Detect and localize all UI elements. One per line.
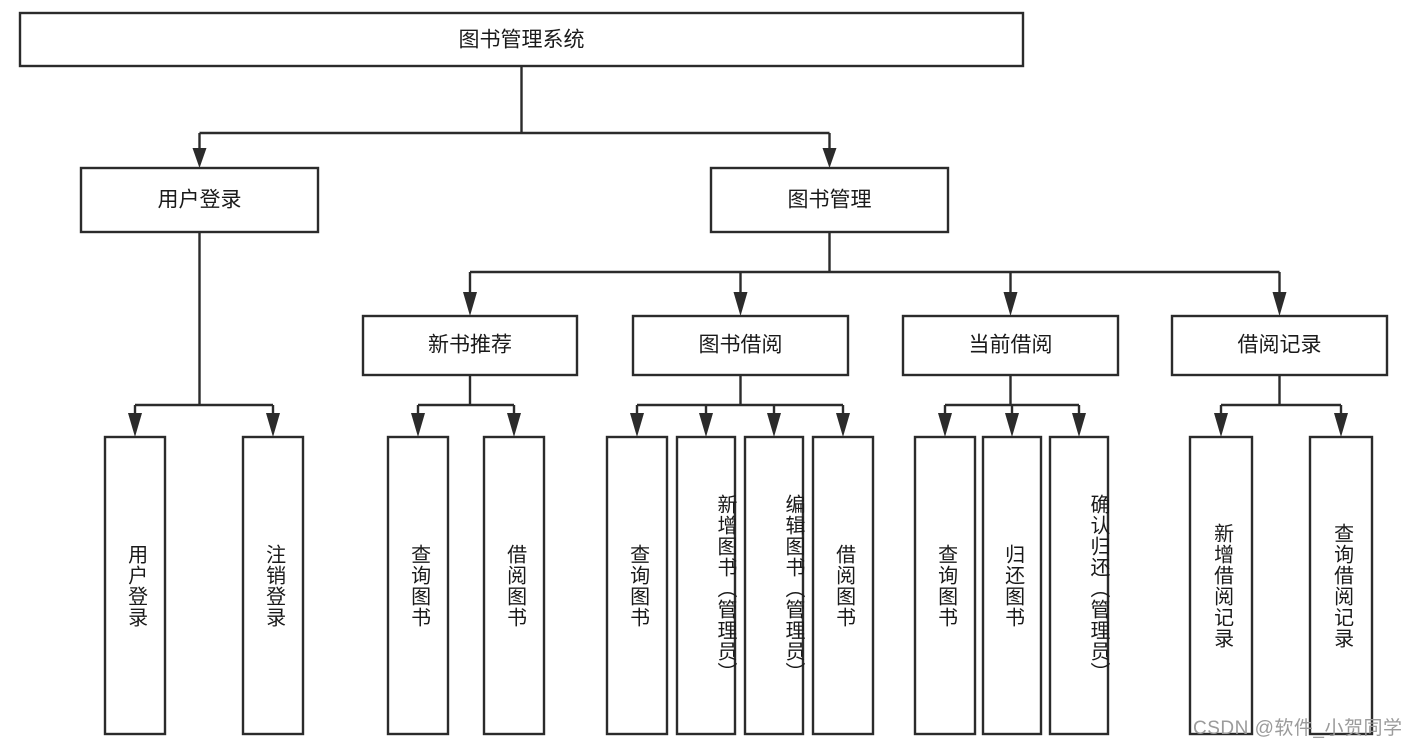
arrowhead-new-book-rec [463,292,477,316]
node-book-borrow-box[interactable] [631,314,850,377]
arrowhead-leaf-cur-return [1005,413,1019,437]
node-borrow-record-label: 借阅记录 [1238,334,1322,357]
arrowhead-book-borrow [733,292,748,316]
node-book-manage-label: 图书管理 [788,189,872,212]
node-book-borrow-label: 图书借阅 [699,334,783,357]
arrowhead-leaf-borrow-query [630,413,644,437]
node-leaf-cur-confirm-box[interactable] [1048,435,1110,736]
arrowhead-current-borrow [1003,292,1018,316]
node-layer: 图书管理系统 用户登录 图书管理 新书推荐 图书借阅 当前借阅 借阅记录 [18,11,1389,736]
node-leaf-rec-query-box[interactable] [386,435,450,736]
node-leaf-rec-borrow-box[interactable] [482,435,546,736]
arrowhead-leaf-cur-query [938,413,952,437]
node-current-borrow-box[interactable] [901,314,1120,377]
arrowhead-leaf-rec-query2 [1334,413,1348,437]
watermark-text: CSDN @软件_小贺同学 [1193,718,1403,739]
node-book-manage-box[interactable] [709,166,950,234]
arrowhead-leaf-rec-add [1214,413,1228,437]
node-leaf-user-login-box[interactable] [103,435,167,736]
node-leaf-rec-query2-box[interactable] [1308,435,1374,736]
arrowhead-leaf-borrow-lend [836,413,850,437]
node-leaf-cur-query-box[interactable] [913,435,977,736]
node-user-login-label: 用户登录 [158,189,242,212]
node-leaf-user-logout-box[interactable] [241,435,305,736]
arrowhead-book-manage [822,148,837,168]
node-leaf-borrow-edit-box[interactable] [743,435,805,736]
node-leaf-borrow-add-box[interactable] [675,435,737,736]
node-new-book-rec-box[interactable] [361,314,579,377]
node-leaf-borrow-query-box[interactable] [605,435,669,736]
node-root-box[interactable] [18,11,1025,68]
arrowhead-leaf-rec-query [411,413,425,437]
node-leaf-rec-add-box[interactable] [1188,435,1254,736]
arrowhead-leaf-user-login [128,413,142,437]
arrowhead-leaf-borrow-add [699,413,713,437]
node-user-login-box[interactable] [79,166,320,234]
node-root-label: 图书管理系统 [459,29,585,52]
node-current-borrow-label: 当前借阅 [969,334,1053,357]
arrowhead-leaf-cur-confirm [1072,413,1086,437]
arrowhead-leaf-borrow-edit [767,413,781,437]
connector-layer [128,66,1348,437]
arrowhead-user-login [192,148,207,168]
arrowhead-borrow-record [1272,292,1287,316]
node-borrow-record-box[interactable] [1170,314,1389,377]
node-leaf-borrow-lend-box[interactable] [811,435,875,736]
node-leaf-cur-return-box[interactable] [981,435,1043,736]
arrowhead-leaf-user-logout [266,413,280,437]
arrowhead-leaf-rec-borrow [507,413,521,437]
node-new-book-rec-label: 新书推荐 [428,334,512,357]
